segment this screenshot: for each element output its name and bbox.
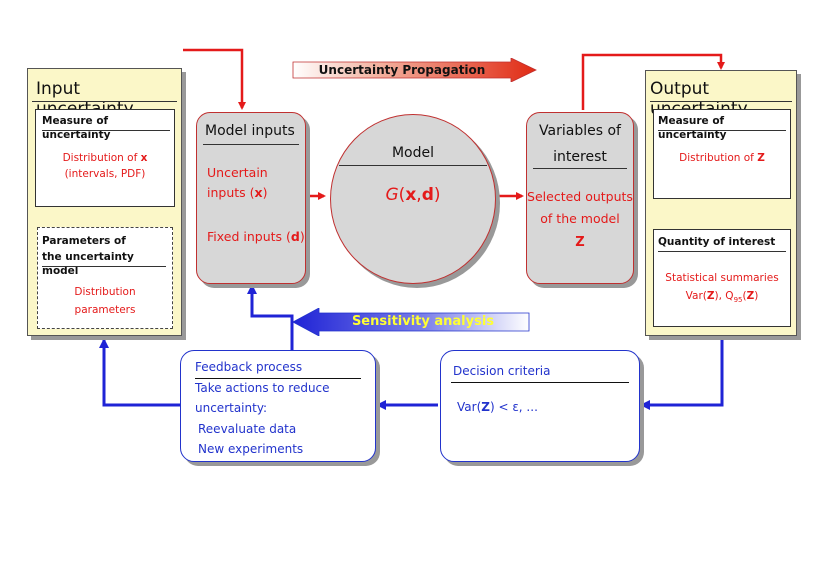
input-measure-box: Measure of uncertainty Distribution of x…	[35, 109, 175, 207]
model-title: Model	[391, 145, 435, 161]
input-params-box: Parameters of the uncertainty model Dist…	[37, 227, 173, 329]
input-measure-line1: Distribution of x	[36, 150, 174, 166]
input-params-heading-1: Parameters of	[42, 235, 126, 247]
sensitivity-arrow-shape	[293, 308, 530, 336]
model-title-rule	[339, 165, 487, 166]
output-measure-heading: Measure of uncertainty	[658, 115, 727, 141]
variables-title-2: interest	[553, 149, 607, 165]
propagation-arrow-shape	[292, 58, 537, 82]
feedback-line2: uncertainty:	[195, 401, 268, 415]
arrow-variables-to-output	[581, 53, 725, 110]
model-func-close: )	[433, 185, 441, 205]
model-inputs-title: Model inputs	[205, 123, 295, 139]
output-uncertainty-panel: Output uncertainty Measure of uncertaint…	[645, 70, 797, 336]
output-measure-prefix: Distribution of	[679, 152, 758, 164]
output-quantity-line2: Var(Z), Q95(Z)	[654, 288, 790, 308]
output-quantity-heading-rule	[658, 251, 786, 252]
arrow-output-to-decision	[640, 338, 724, 410]
output-measure-line: Distribution of Z	[654, 150, 790, 166]
output-quantity-box: Quantity of interest Statistical summari…	[653, 229, 791, 327]
feedback-line4: New experiments	[198, 442, 304, 456]
output-quantity-q-sub: 95	[733, 296, 743, 305]
output-quantity-var-z: Z	[706, 290, 715, 302]
arrow-input-to-model-inputs	[183, 48, 246, 110]
input-params-line2: parameters	[74, 304, 136, 316]
output-measure-var-z: Z	[757, 152, 765, 164]
model-node: Model G(x,d)	[330, 114, 496, 284]
model-inputs-uncertain-2: inputs (x)	[207, 183, 268, 203]
sensitivity-label: Sensitivity analysis	[351, 314, 495, 329]
decision-title: Decision criteria	[453, 364, 551, 378]
propagation-banner: Uncertainty Propagation	[292, 58, 537, 82]
arrow-feedback-to-model-inputs	[247, 284, 294, 350]
output-quantity-var-sep: ), Q	[714, 290, 734, 302]
input-measure-heading-rule	[42, 130, 170, 131]
variables-line1: Selected outputs	[527, 189, 633, 204]
model-func-open: (	[398, 185, 406, 205]
output-quantity-var-prefix: Var(	[685, 290, 707, 302]
decision-title-rule	[451, 382, 629, 383]
variables-box: Variables of interest Selected outputs o…	[526, 112, 634, 284]
model-function: G(x,d)	[331, 185, 495, 205]
decision-prefix: Var(	[457, 400, 482, 414]
input-measure-line2: (intervals, PDF)	[64, 168, 146, 180]
model-inputs-fixed: Fixed inputs (d)	[207, 227, 305, 247]
model-func-arg-d: d	[421, 185, 434, 205]
decision-criterion: Var(Z) < ε, ...	[457, 397, 538, 417]
output-panel-title-rule	[650, 101, 792, 102]
model-func-name: G	[385, 185, 399, 205]
model-inputs-fixed-prefix: Fixed inputs (	[207, 229, 291, 244]
model-inputs-box: Model inputs Uncertain inputs (x) Fixed …	[196, 112, 306, 284]
feedback-title: Feedback process	[195, 360, 303, 374]
input-uncertainty-panel: Input uncertainty Measure of uncertainty…	[27, 68, 182, 336]
model-inputs-var-x: x	[254, 185, 263, 200]
decision-box: Decision criteria Var(Z) < ε, ...	[440, 350, 640, 462]
output-measure-heading-rule	[658, 130, 786, 131]
decision-suffix: ) < ε, ...	[489, 400, 538, 414]
output-quantity-q-z: Z	[746, 290, 755, 302]
output-quantity-line1: Statistical summaries	[665, 272, 779, 284]
variables-line2: of the model	[540, 211, 620, 226]
variables-title-rule	[533, 168, 627, 169]
feedback-line1: Take actions to reduce	[195, 381, 330, 395]
output-quantity-q-open: (	[742, 290, 747, 302]
input-panel-title-rule	[32, 101, 177, 102]
decision-var-z: Z	[481, 400, 490, 414]
output-quantity-q-close: )	[754, 290, 759, 302]
variables-var-z: Z	[575, 235, 585, 250]
input-measure-var-x: x	[140, 152, 148, 164]
model-inputs-uncertain-prefix: inputs (	[207, 185, 255, 200]
model-func-arg-x: x	[405, 185, 417, 205]
arrow-feedback-to-input	[99, 338, 180, 407]
sensitivity-banner: Sensitivity analysis	[293, 308, 530, 336]
model-inputs-var-d: d	[290, 229, 300, 244]
model-inputs-uncertain-1: Uncertain	[207, 165, 268, 180]
variables-title-1: Variables of	[539, 123, 621, 139]
feedback-line3: Reevaluate data	[198, 422, 297, 436]
input-measure-line1-prefix: Distribution of	[62, 152, 141, 164]
model-inputs-uncertain-suffix: )	[262, 185, 268, 200]
feedback-title-rule	[195, 378, 361, 379]
model-inputs-fixed-suffix: )	[299, 229, 305, 244]
input-params-heading-rule	[42, 266, 166, 267]
model-func-comma: ,	[416, 185, 422, 205]
input-measure-heading: Measure of uncertainty	[42, 115, 111, 141]
output-measure-box: Measure of uncertainty Distribution of Z	[653, 109, 791, 199]
feedback-box: Feedback process Take actions to reduce …	[180, 350, 376, 462]
input-params-line1: Distribution	[74, 286, 136, 298]
propagation-label: Uncertainty Propagation	[318, 63, 486, 77]
output-quantity-heading: Quantity of interest	[658, 236, 776, 248]
model-inputs-title-rule	[203, 144, 299, 145]
input-params-heading-2: the uncertainty model	[42, 251, 134, 277]
